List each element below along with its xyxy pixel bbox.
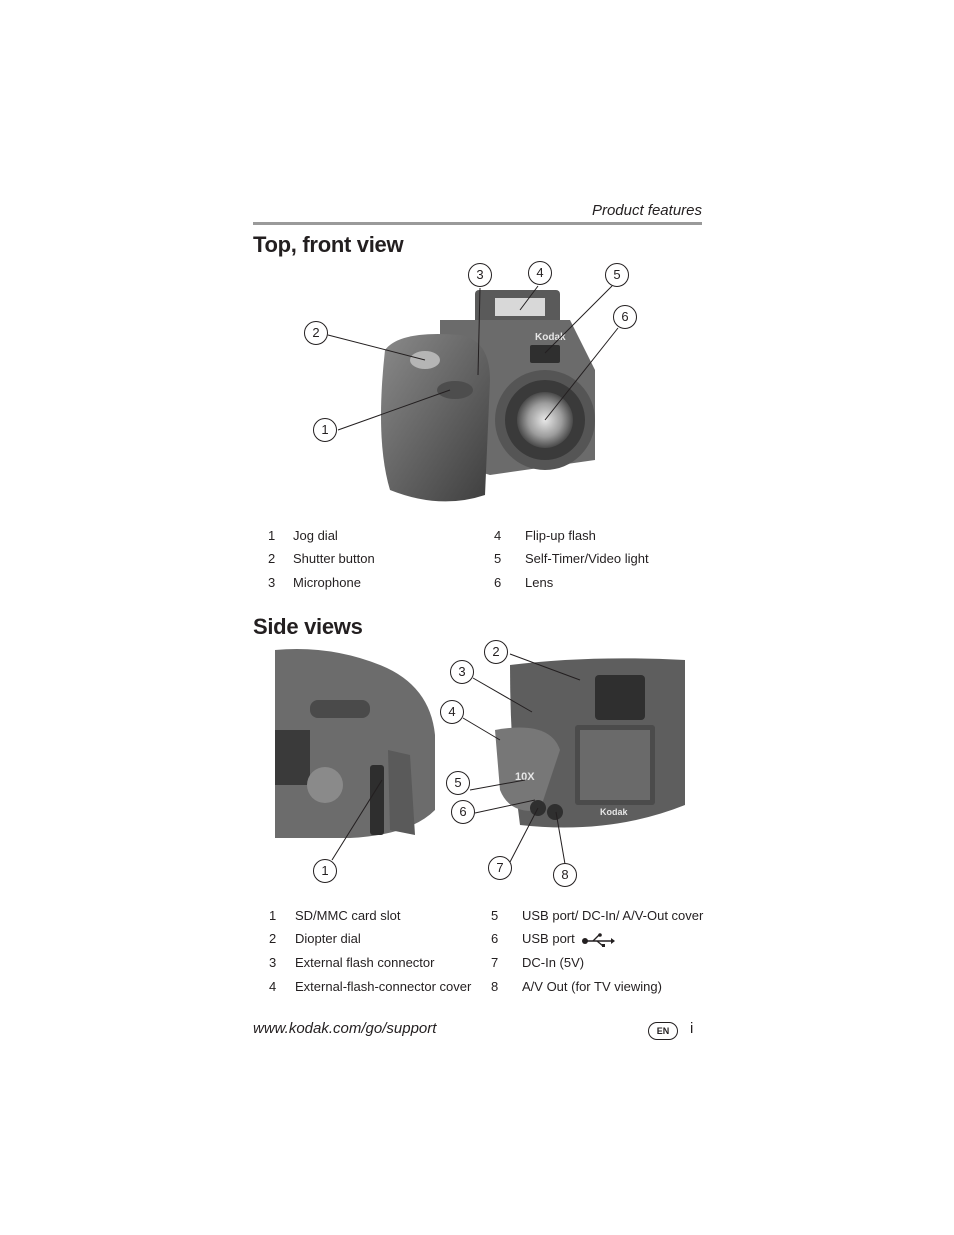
- legend-number: 6: [491, 931, 499, 946]
- legend-number: 6: [494, 575, 502, 590]
- callout-1: 1: [313, 418, 337, 442]
- callout-3: 3: [450, 660, 474, 684]
- header-rule: [253, 222, 702, 225]
- legend-number: 7: [491, 955, 499, 970]
- legend-number: 5: [491, 908, 499, 923]
- legend-number: 1: [268, 528, 276, 543]
- legend-number: 1: [269, 908, 277, 923]
- callout-8: 8: [553, 863, 577, 887]
- legend-label: Diopter dial: [295, 931, 361, 946]
- legend-number: 2: [268, 551, 276, 566]
- camera-side-drawing: Kodak 10X: [275, 649, 685, 865]
- zoom-badge-label: 10X: [515, 771, 535, 783]
- callout-4: 4: [440, 700, 464, 724]
- support-url[interactable]: www.kodak.com/go/support: [253, 1020, 437, 1037]
- usb-icon: [581, 932, 615, 947]
- section-title-top-front-view: Top, front view: [253, 232, 404, 257]
- callout-2: 2: [304, 321, 328, 345]
- callout-5: 5: [446, 771, 470, 795]
- legend-label: DC-In (5V): [522, 955, 585, 970]
- legend-number: 2: [269, 931, 277, 946]
- legend-label: USB port/ DC-In/ A/V-Out cover: [522, 908, 704, 923]
- callout-6: 6: [613, 305, 637, 329]
- legend-number: 3: [269, 955, 277, 970]
- legend-number: 3: [268, 575, 276, 590]
- legend-number: 4: [269, 979, 277, 994]
- callout-1: 1: [313, 859, 337, 883]
- legend-number: 8: [491, 979, 499, 994]
- language-badge: EN: [648, 1022, 678, 1040]
- callout-3: 3: [468, 263, 492, 287]
- callout-2: 2: [484, 640, 508, 664]
- legend-label: Microphone: [293, 575, 361, 590]
- legend-label-usb: USB port: [522, 931, 615, 947]
- camera-side-illustration: Kodak 10X 1 2 3 4 5 6 7 8: [270, 640, 685, 890]
- legend-label: A/V Out (for TV viewing): [522, 979, 662, 994]
- legend-label: Jog dial: [293, 528, 338, 543]
- page-number: i: [690, 1020, 694, 1037]
- legend-label: USB port: [522, 931, 575, 946]
- callout-4: 4: [528, 261, 552, 285]
- legend-label: External flash connector: [295, 955, 435, 970]
- section-title-side-views: Side views: [253, 614, 363, 639]
- camera-brand-label: Kodak: [600, 807, 629, 817]
- legend-label: Lens: [525, 575, 554, 590]
- legend-number: 5: [494, 551, 502, 566]
- legend-label: Shutter button: [293, 551, 375, 566]
- camera-brand-label: Kodak: [535, 332, 566, 343]
- callout-7: 7: [488, 856, 512, 880]
- running-header: Product features: [591, 202, 702, 219]
- camera-front-drawing: Kodak: [327, 285, 619, 502]
- legend-label: Self-Timer/Video light: [525, 551, 649, 566]
- callout-6: 6: [451, 800, 475, 824]
- legend-number: 4: [494, 528, 502, 543]
- camera-top-front-illustration: Kodak 1 2 3 4 5 6: [290, 260, 650, 515]
- callout-5: 5: [605, 263, 629, 287]
- legend-label: Flip-up flash: [525, 528, 596, 543]
- legend-label: External-flash-connector cover: [295, 979, 472, 994]
- legend-label: SD/MMC card slot: [295, 908, 401, 923]
